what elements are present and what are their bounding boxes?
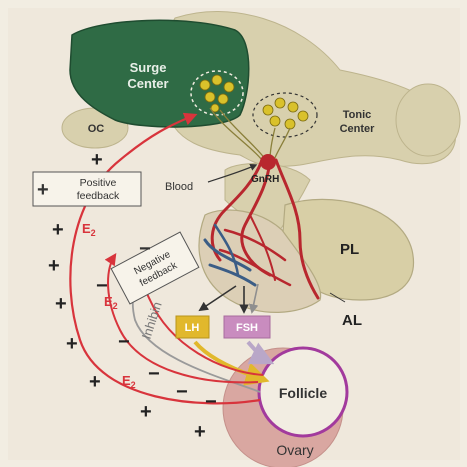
- lh-label: LH: [185, 322, 200, 334]
- surge-center-label-line1: Surge: [130, 60, 167, 75]
- plus-sign: +: [55, 293, 67, 315]
- al-label: AL: [342, 312, 362, 329]
- plus-sign: +: [91, 149, 103, 171]
- ovary-label: Ovary: [276, 442, 313, 458]
- tonic-center-label-line1: Tonic: [343, 109, 372, 121]
- plus-sign: +: [52, 219, 64, 241]
- plus-sign: +: [66, 333, 78, 355]
- minus-sign: −: [118, 331, 130, 353]
- blood-label: Blood: [165, 181, 193, 193]
- minus-sign: −: [176, 381, 188, 403]
- minus-sign: −: [148, 363, 160, 385]
- surge-center-label-line2: Center: [127, 76, 168, 91]
- positive-feedback-label-line2: feedback: [77, 190, 120, 202]
- plus-sign: +: [48, 255, 60, 277]
- plus-sign: +: [194, 421, 206, 443]
- minus-sign: −: [205, 391, 217, 413]
- tonic-center-label-line2: Center: [340, 123, 376, 135]
- positive-feedback-label-line1: Positive: [80, 177, 117, 189]
- fsh-label: FSH: [236, 322, 258, 334]
- positive-feedback-plus: +: [37, 179, 49, 201]
- follicle-label: Follicle: [279, 385, 327, 401]
- plus-sign: +: [140, 401, 152, 423]
- oc-label: OC: [88, 123, 105, 135]
- tissue-lobe: [396, 84, 460, 156]
- minus-sign: −: [96, 275, 108, 297]
- negative-feedback-minus: −: [139, 238, 151, 260]
- pl-label: PL: [340, 241, 359, 258]
- gnrh-label: GnRH: [251, 174, 279, 185]
- plus-sign: +: [89, 371, 101, 393]
- gnrh-vessel-knot: [260, 154, 276, 170]
